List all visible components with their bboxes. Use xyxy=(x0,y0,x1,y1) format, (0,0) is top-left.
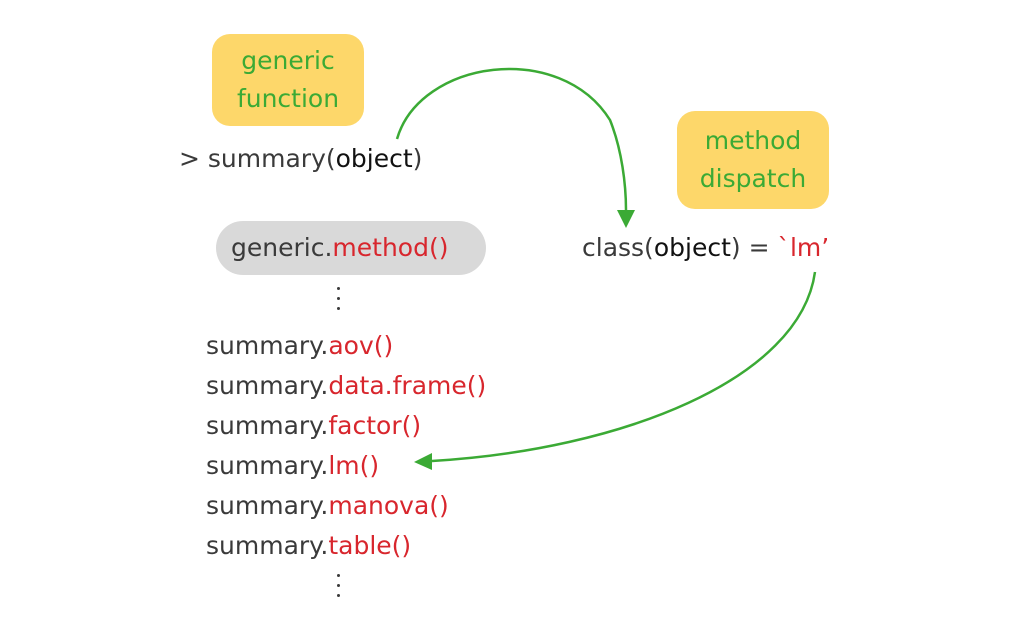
call-prompt: > summary( xyxy=(179,144,336,173)
dispatch-label-line2: dispatch xyxy=(699,164,807,193)
dispatch-label-line1: method xyxy=(704,126,802,155)
method-item-data-frame: summary.data.frame() xyxy=(206,371,487,400)
ellipsis-top xyxy=(330,287,346,317)
generic-function-label: generic function xyxy=(212,34,364,126)
call-close: ) xyxy=(412,144,423,173)
arrow-to-class xyxy=(395,67,628,211)
class-middle: ) = xyxy=(730,233,778,262)
arrow-to-lm-method xyxy=(431,271,817,463)
pattern-prefix: generic. xyxy=(231,233,333,262)
method-item-table: summary.table() xyxy=(206,531,412,560)
pattern-suffix: method() xyxy=(332,233,449,262)
method-dispatch-label: method dispatch xyxy=(677,111,829,209)
class-value: `lm’ xyxy=(777,233,830,262)
call-argument: object xyxy=(335,144,413,173)
method-pattern: generic.method() xyxy=(231,233,448,263)
ellipsis-bottom xyxy=(330,574,346,604)
class-expression: class(object) = `lm’ xyxy=(582,233,829,263)
generic-label-line2: function xyxy=(236,84,340,113)
method-item-aov: summary.aov() xyxy=(206,331,394,360)
class-prefix: class( xyxy=(582,233,654,262)
method-item-factor: summary.factor() xyxy=(206,411,422,440)
arrowhead-class-icon xyxy=(617,210,635,228)
class-argument: object xyxy=(653,233,731,262)
method-item-lm: summary.lm() xyxy=(206,451,380,480)
arrowhead-lm-icon xyxy=(414,453,432,470)
method-pattern-pill xyxy=(216,221,486,275)
generic-label-line1: generic xyxy=(241,46,335,75)
function-call: > summary(object) xyxy=(179,144,422,174)
method-list: summary.aov() summary.data.frame() summa… xyxy=(206,326,486,566)
method-item-manova: summary.manova() xyxy=(206,491,449,520)
